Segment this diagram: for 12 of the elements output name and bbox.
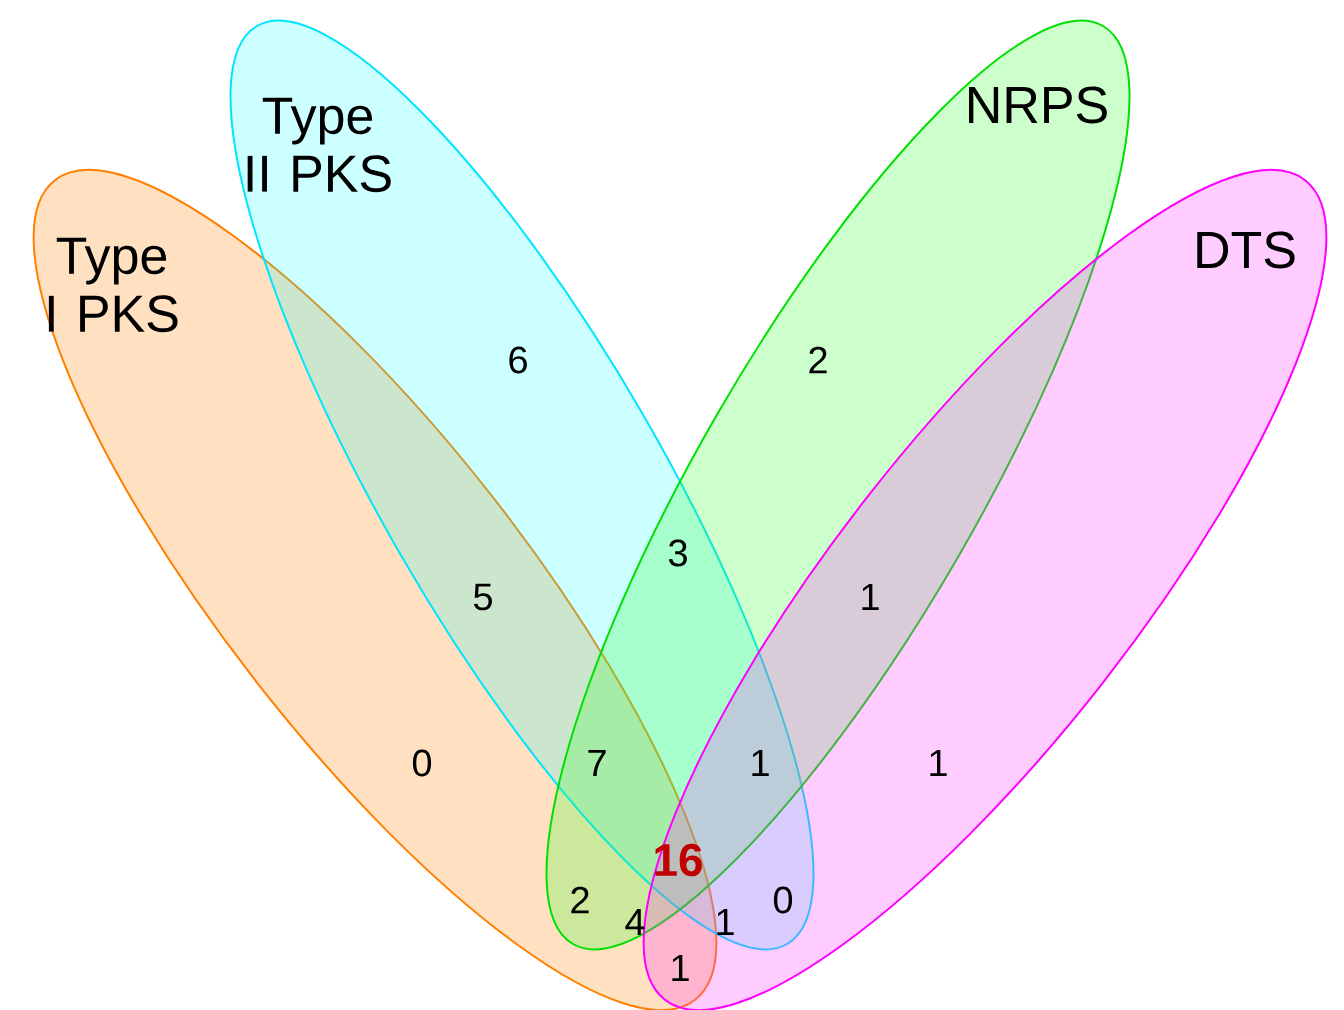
region-count: 1 <box>717 908 734 936</box>
region-count: 0 <box>412 749 432 777</box>
region-count: 2 <box>571 886 589 914</box>
region-count: 7 <box>588 749 606 777</box>
region-count: 6 <box>509 346 527 374</box>
region-count: 1 <box>930 749 947 777</box>
region-count: 5 <box>473 583 492 611</box>
region-count: 0 <box>773 886 793 914</box>
region-count: 1 <box>862 583 879 611</box>
region-count: 1 <box>672 954 689 982</box>
region-count: 3 <box>668 539 687 567</box>
region-count: 1 <box>752 749 769 777</box>
